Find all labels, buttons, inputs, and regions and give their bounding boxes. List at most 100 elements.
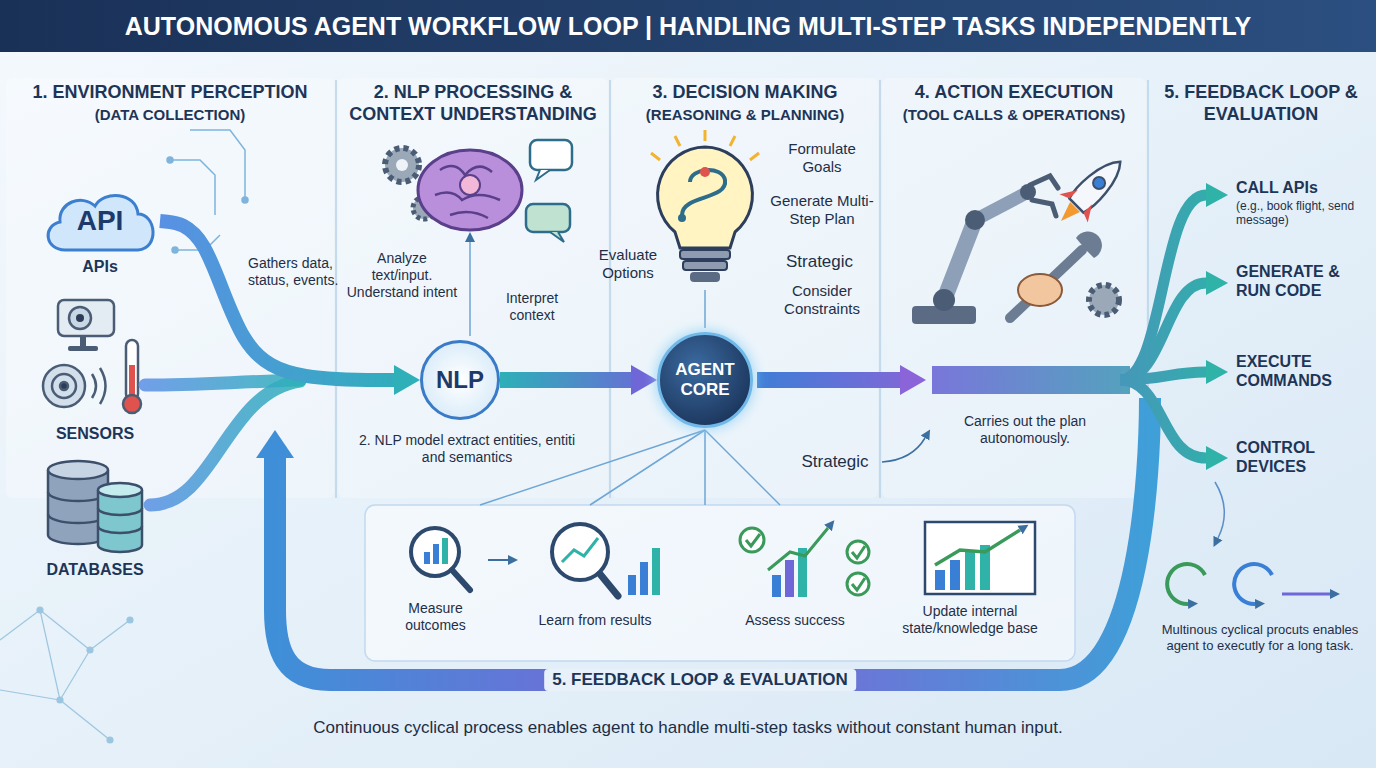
cycle-icon — [1282, 593, 1330, 596]
output-note: (e.g., book flight, send message) — [1236, 199, 1372, 228]
lightbulb-icon — [730, 136, 735, 146]
evaluation-panel — [365, 505, 1075, 661]
network-decoration — [127, 617, 133, 623]
column-divider — [336, 80, 1148, 498]
network-decoration — [57, 697, 63, 703]
assess-icon — [852, 578, 865, 590]
rocket-icon — [1068, 153, 1129, 214]
measure-icon — [424, 552, 430, 564]
lightbulb-icon — [651, 130, 759, 282]
network-decoration — [40, 610, 60, 700]
database-icon — [48, 461, 108, 479]
network-decoration — [37, 607, 43, 613]
step-label: Consider Constraints — [766, 282, 878, 318]
measure-icon — [433, 544, 439, 564]
measure-icon — [411, 528, 508, 590]
core-signal-lines — [470, 242, 780, 505]
brain-icon — [385, 140, 572, 242]
assess-icon — [847, 541, 869, 563]
node-text: 2. NLP PROCESSING & CONTEXT UNDERSTANDIN… — [342, 82, 604, 125]
node-subtext: APIs — [82, 258, 118, 276]
flow-connector — [160, 221, 394, 380]
thermometer-icon — [123, 340, 141, 413]
core-signal-lines — [705, 430, 780, 505]
assess-icon — [740, 528, 869, 597]
lightbulb-icon — [675, 136, 680, 146]
hand-wrench-icon — [1010, 231, 1119, 318]
camera-icon — [58, 300, 114, 336]
feedback-loop-arrow — [275, 398, 1150, 680]
thermometer-icon — [126, 340, 138, 400]
assess-icon — [785, 560, 794, 597]
learn-icon — [640, 562, 648, 595]
lightbulb-icon — [658, 147, 753, 248]
radar-icon — [43, 365, 106, 407]
network-decoration — [87, 647, 93, 653]
learn-icon — [652, 548, 660, 595]
step-label: Strategic — [790, 452, 880, 472]
note: Analyze text/input. Understand intent — [346, 250, 458, 300]
update-icon — [935, 530, 1020, 565]
note: Gathers data, status, events. — [248, 255, 340, 289]
lightbulb-icon — [683, 261, 727, 270]
note: Multinous cyclical procuts enables agent… — [1150, 622, 1370, 653]
lightbulb-icon — [750, 153, 759, 160]
network-decoration — [60, 650, 90, 700]
radar-icon — [60, 382, 68, 390]
brain-icon — [385, 148, 419, 182]
circuit-lines — [190, 130, 245, 200]
node-text: AGENT CORE — [675, 360, 735, 399]
circuit-lines — [167, 157, 173, 163]
circuit-lines — [242, 197, 248, 203]
learn-icon — [628, 575, 636, 595]
node-subtext: (REASONING & PLANNING) — [616, 106, 874, 124]
column-band: 4. ACTION EXECUTION(TOOL CALLS & OPERATI… — [882, 78, 1146, 653]
camera-icon — [76, 314, 84, 322]
learn-icon — [562, 538, 598, 562]
api-cloud: API APIs — [40, 188, 160, 288]
node-text: API — [77, 188, 124, 254]
update-icon — [935, 570, 945, 590]
note: Carries out the plan autonomously. — [940, 413, 1110, 447]
output-label: EXECUTE COMMANDS — [1236, 352, 1372, 390]
lightbulb-icon — [651, 153, 660, 160]
note: Interpret context — [486, 290, 578, 324]
update-icon — [950, 560, 960, 590]
node-subtext: (TOOL CALLS & OPERATIONS) — [886, 106, 1142, 124]
action-flow — [1120, 195, 1206, 458]
column-band: 2. NLP PROCESSING & CONTEXT UNDERSTANDIN… — [338, 78, 608, 653]
feedback-loop-arrow — [275, 398, 1150, 680]
network-decoration — [0, 607, 133, 743]
brain-icon — [418, 150, 522, 230]
assess-icon — [746, 534, 760, 546]
camera-icon — [68, 346, 98, 351]
radar-icon — [100, 368, 106, 404]
lightbulb-icon — [690, 272, 720, 282]
hand-wrench-icon — [1089, 285, 1119, 315]
hand-wrench-icon — [1076, 231, 1102, 258]
camera-icon — [69, 307, 91, 329]
update-icon — [925, 522, 1035, 594]
network-decoration — [60, 700, 110, 740]
note: 2. NLP model extract entities, entiti an… — [352, 432, 582, 466]
brain-icon — [550, 232, 564, 242]
brain-icon — [526, 204, 570, 232]
part-label: SENSORS — [40, 424, 150, 443]
lightbulb-icon — [680, 250, 730, 259]
circuit-lines — [170, 160, 215, 215]
cycle-icon — [1167, 564, 1205, 604]
assess-icon — [847, 573, 869, 595]
action-flow — [1120, 380, 1206, 458]
database-icon — [98, 490, 142, 552]
robot-arm-icon — [933, 289, 955, 311]
network-decoration — [0, 690, 60, 700]
assess-icon — [852, 546, 865, 558]
hand-wrench-icon — [1018, 274, 1062, 306]
nlp-circle: NLP — [420, 340, 500, 420]
radar-icon — [92, 374, 96, 398]
learn-icon — [552, 524, 660, 596]
update-icon — [925, 522, 1035, 594]
database-icon — [98, 508, 142, 515]
brain-icon — [460, 175, 480, 195]
